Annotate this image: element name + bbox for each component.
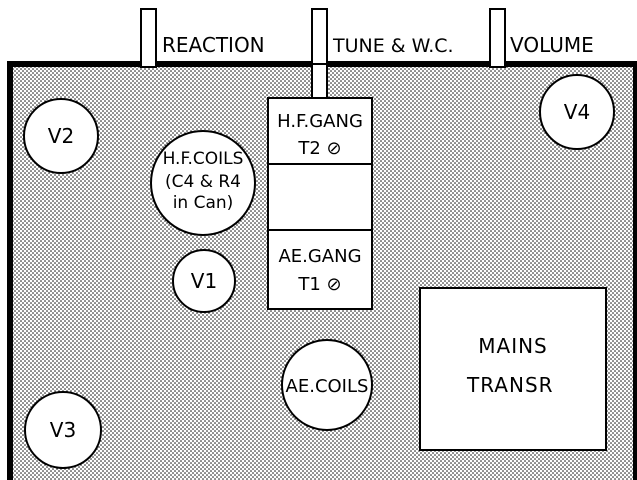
volume-label: VOLUME — [510, 33, 594, 57]
hf-coils-can — [150, 130, 256, 236]
gang-condenser-block — [267, 97, 373, 310]
hf-gang-label: H.F.GANG — [277, 111, 363, 132]
mains-transformer — [419, 287, 607, 451]
hf-gang-trimmer: T2 ⊘ — [297, 138, 341, 159]
volume-spindle — [489, 8, 506, 68]
valve-v4 — [539, 74, 615, 150]
ae-gang-label: AE.GANG — [278, 246, 361, 267]
valve-v4-label: V4 — [564, 100, 590, 124]
valve-v3-label: V3 — [50, 418, 76, 442]
reaction-spindle — [140, 8, 157, 68]
reaction-label: REACTION — [162, 33, 265, 57]
valve-v1 — [172, 249, 236, 313]
hf-coils-components: (C4 & R4 — [165, 172, 241, 192]
ae-coils-can — [281, 339, 373, 431]
hf-coils-label: H.F.COILS — [163, 149, 244, 169]
ae-coils-label: AE.COILS — [286, 376, 369, 397]
tune-shaft — [311, 63, 328, 99]
tune-spindle — [311, 8, 328, 68]
mains-transformer-abbrev: TRANSR — [467, 373, 554, 397]
valve-v3 — [24, 391, 102, 469]
ae-gang-trimmer: T1 ⊘ — [297, 274, 341, 295]
hf-coils-note: in Can) — [173, 193, 234, 213]
valve-v2 — [23, 98, 99, 174]
valve-v2-label: V2 — [48, 124, 74, 148]
tune-wc-label: TUNE & W.C. — [332, 35, 454, 57]
valve-v1-label: V1 — [191, 269, 217, 293]
mains-transformer-label: MAINS — [478, 334, 548, 358]
